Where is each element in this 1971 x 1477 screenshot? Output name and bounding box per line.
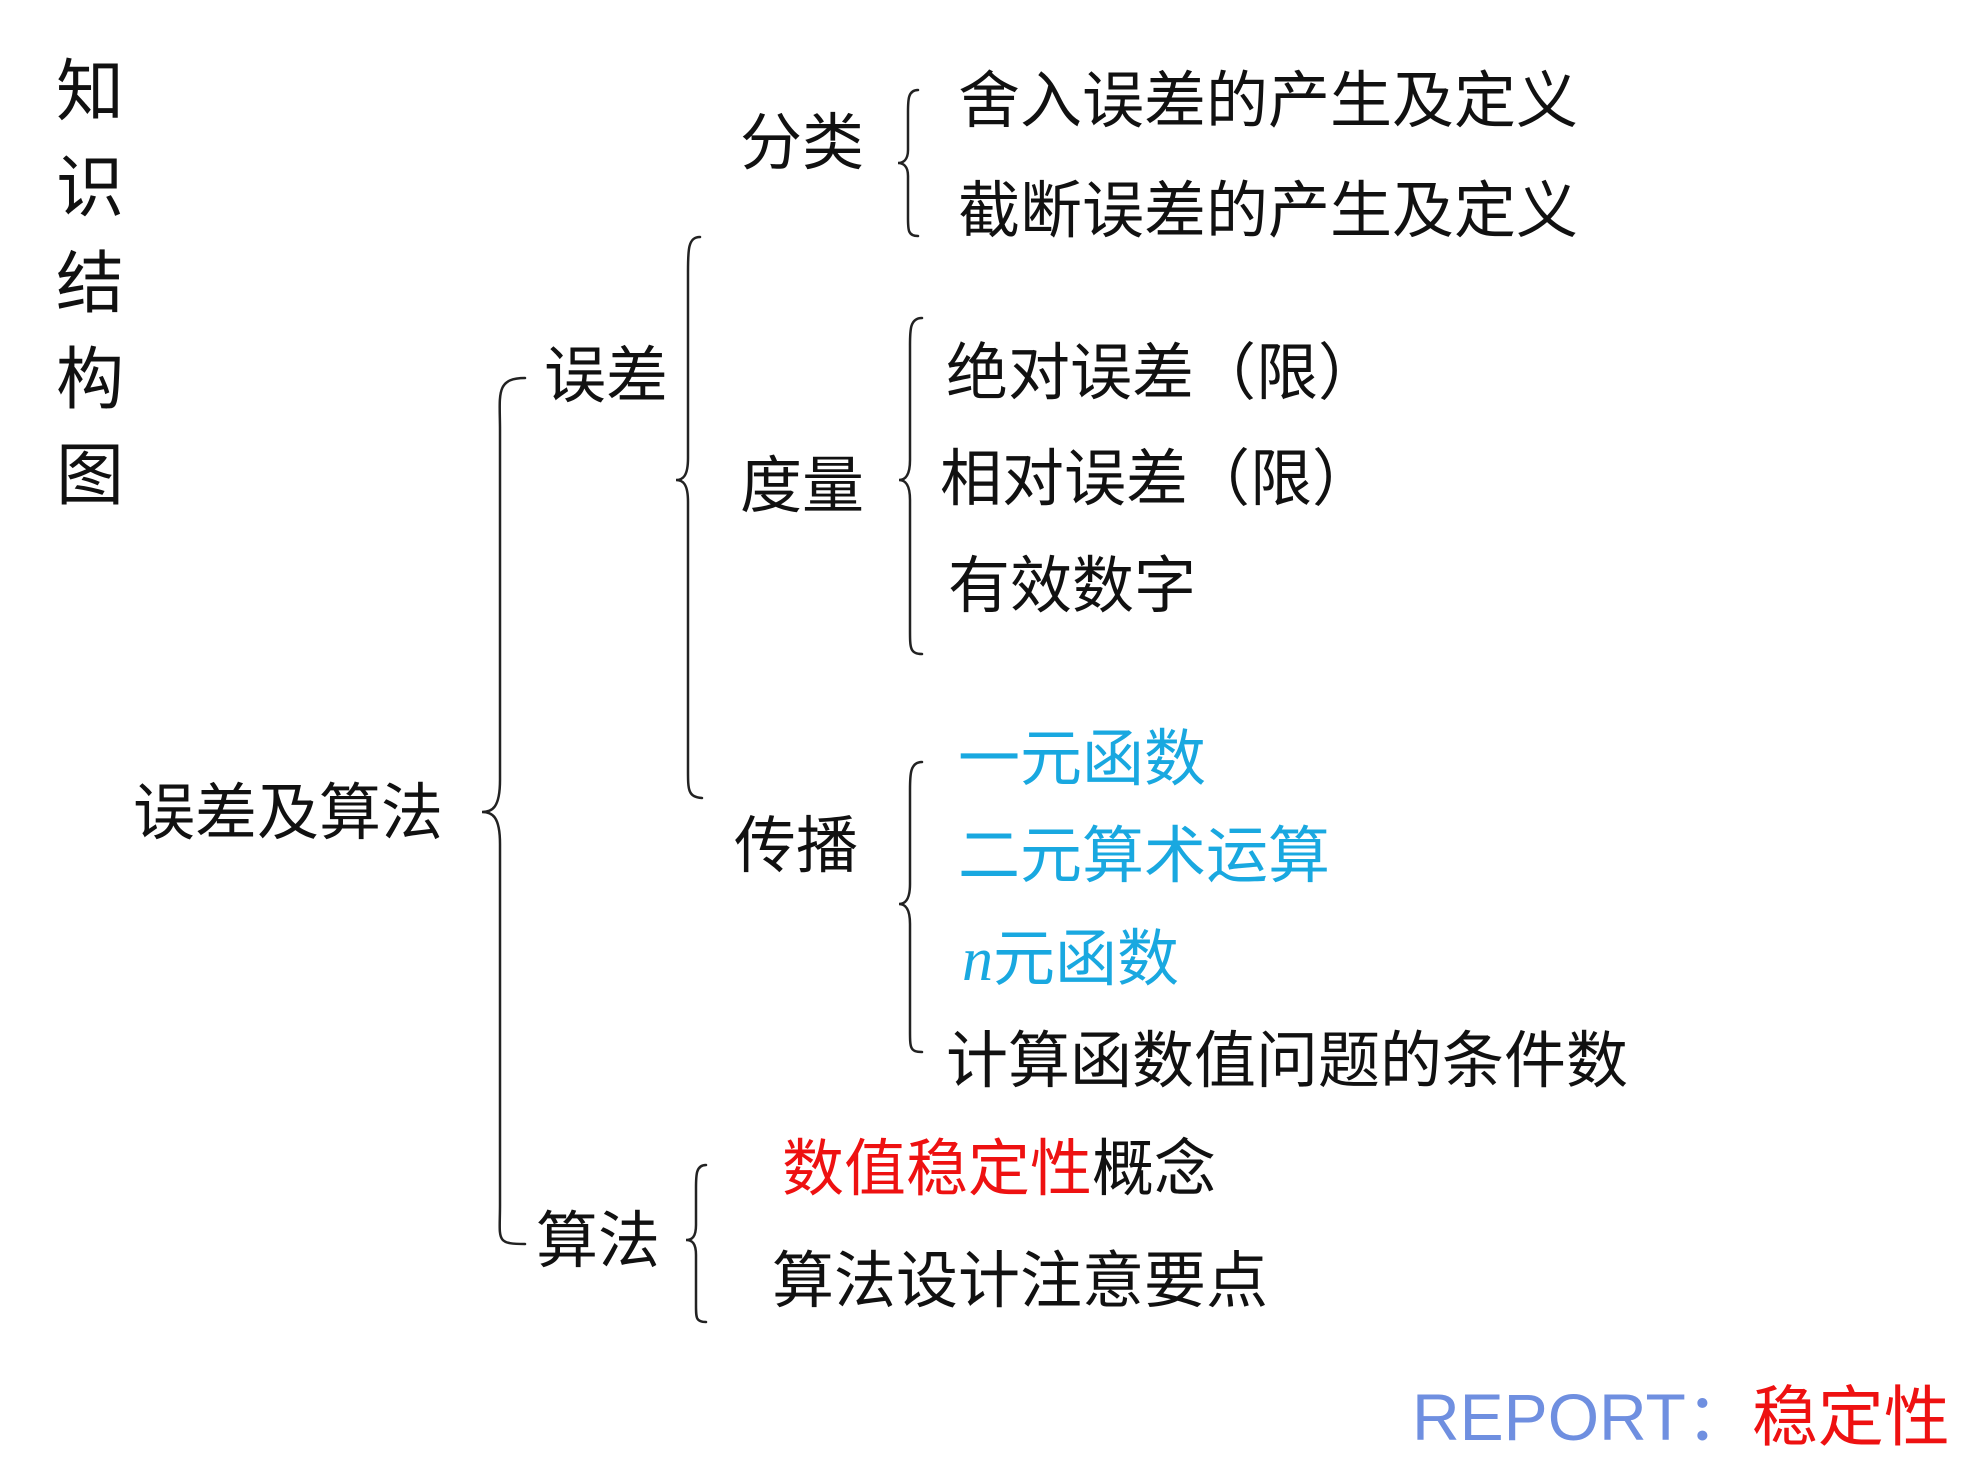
propagate-item: 一元函数 xyxy=(958,722,1207,795)
propagate-node: 传播 xyxy=(734,809,859,882)
classify-item: 舍入误差的产生及定义 xyxy=(958,64,1579,137)
measure-item: 相对误差（限） xyxy=(940,442,1375,515)
title-char: 识 xyxy=(55,149,124,228)
error-node: 误差 xyxy=(544,339,669,412)
vertical-title: 知 识 结 构 图 xyxy=(50,45,130,525)
report-prefix: REPORT： xyxy=(1412,1380,1752,1454)
algorithm-node: 算法 xyxy=(536,1204,661,1277)
brace-root xyxy=(481,376,527,1246)
report-highlight: 稳定性 xyxy=(1751,1379,1950,1456)
propagate-item-text: 元函数 xyxy=(993,922,1180,995)
title-char: 知 xyxy=(55,53,124,132)
brace-classify xyxy=(897,88,920,238)
measure-node: 度量 xyxy=(740,449,865,522)
variable-n: n xyxy=(962,926,993,994)
report-label: REPORT：稳定性 xyxy=(1412,1384,1950,1451)
propagate-item: 计算函数值问题的条件数 xyxy=(946,1024,1629,1097)
brace-propagate xyxy=(898,760,924,1054)
brace-error xyxy=(675,235,704,800)
algorithm-item: 数值稳定性概念 xyxy=(782,1138,1216,1200)
root-node: 误差及算法 xyxy=(133,776,444,849)
measure-item: 绝对误差（限） xyxy=(946,336,1381,409)
title-char: 结 xyxy=(55,245,124,324)
algorithm-item: 算法设计注意要点 xyxy=(772,1244,1269,1317)
brace-measure xyxy=(898,316,924,656)
title-char: 构 xyxy=(55,341,124,420)
highlight-text: 数值稳定性 xyxy=(782,1132,1093,1205)
propagate-item: 二元算术运算 xyxy=(958,819,1331,892)
propagate-item: n元函数 xyxy=(962,926,1179,994)
measure-item: 有效数字 xyxy=(948,549,1197,622)
classify-node: 分类 xyxy=(740,106,865,179)
algorithm-item-text: 概念 xyxy=(1092,1132,1217,1205)
classify-item: 截断误差的产生及定义 xyxy=(958,174,1579,247)
brace-algorithm xyxy=(685,1163,708,1324)
title-char: 图 xyxy=(55,437,124,516)
